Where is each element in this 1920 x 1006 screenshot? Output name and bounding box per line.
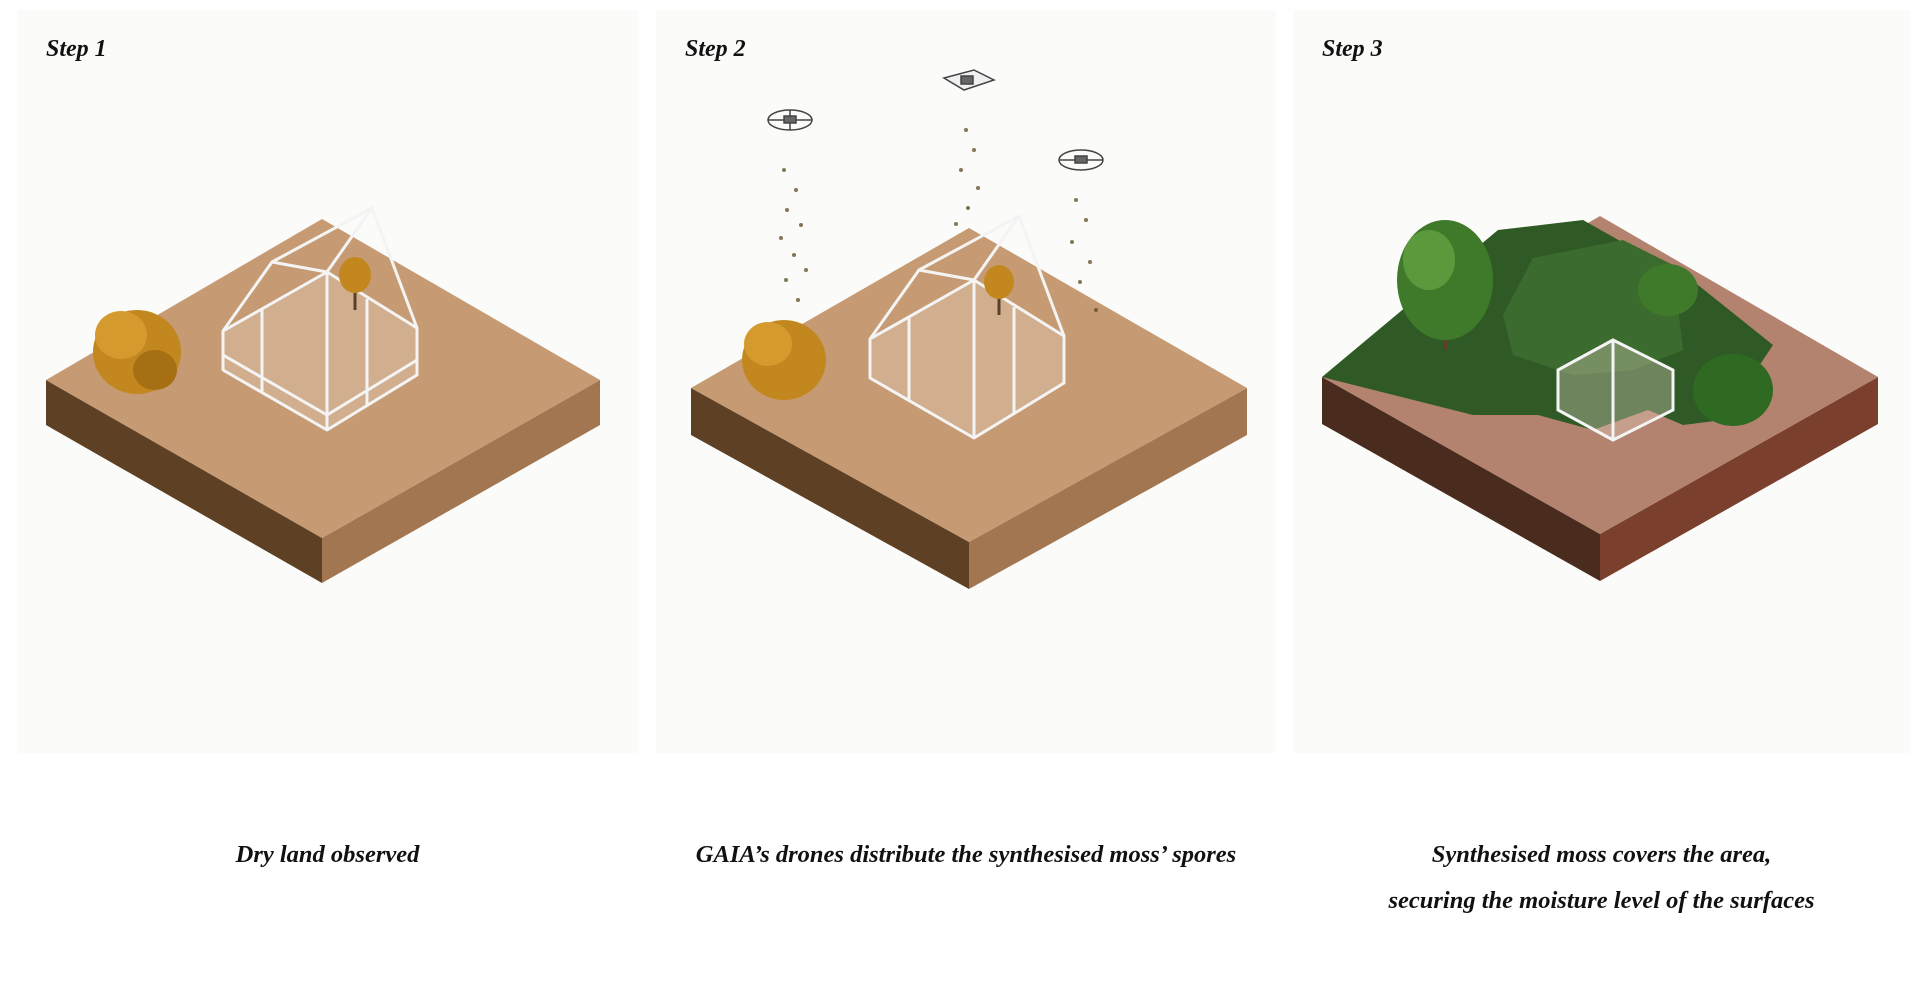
caption-line: Synthesised moss covers the area,: [1431, 841, 1772, 868]
dry-land-illustration: [46, 206, 600, 583]
land-top: [46, 219, 600, 538]
land-side-left: [691, 388, 969, 589]
drone-distribution-illustration: [691, 69, 1247, 589]
greenhouse-icon: [1556, 338, 1675, 442]
land-top: [691, 228, 1247, 542]
step-3-caption: Synthesised moss covers the area, securi…: [1293, 832, 1910, 924]
land-side-left: [1322, 377, 1600, 581]
drone-icon: [767, 109, 813, 131]
moss-mound: [1503, 240, 1683, 375]
caption-line: securing the moisture level of the surfa…: [1388, 887, 1815, 914]
step-2-label: Step 2: [685, 36, 746, 62]
step-3-panel: Step 3: [1293, 10, 1910, 753]
land-side-right: [969, 388, 1247, 589]
tree-icon: [1693, 354, 1773, 426]
land-side-right: [1600, 377, 1878, 581]
drone-icon: [942, 69, 996, 91]
step-3-label: Step 3: [1322, 36, 1383, 62]
step-2-panel: Step 2: [656, 10, 1276, 753]
land-side-right: [322, 380, 600, 583]
land-side-left: [46, 380, 322, 583]
tree-icon: [1397, 220, 1493, 350]
caption-line: Dry land observed: [235, 841, 420, 868]
tree-icon: [1638, 264, 1698, 316]
greenhouse-icon: [221, 206, 419, 432]
step-1-caption: Dry land observed: [17, 832, 638, 878]
spore-particles: [779, 128, 1098, 312]
tree-icon: [339, 257, 371, 310]
caption-line: GAIA’s drones distribute the synthesised…: [695, 841, 1237, 868]
tree-icon: [984, 265, 1014, 315]
moss-covered-illustration: [1322, 216, 1878, 581]
drone-icon: [1058, 149, 1104, 171]
step-2-caption: GAIA’s drones distribute the synthesised…: [656, 832, 1276, 878]
tree-icon: [93, 310, 181, 394]
greenhouse-icon: [868, 214, 1066, 440]
step-1-panel: Step 1: [17, 10, 638, 753]
step-1-label: Step 1: [46, 36, 107, 62]
tree-icon: [742, 320, 826, 400]
